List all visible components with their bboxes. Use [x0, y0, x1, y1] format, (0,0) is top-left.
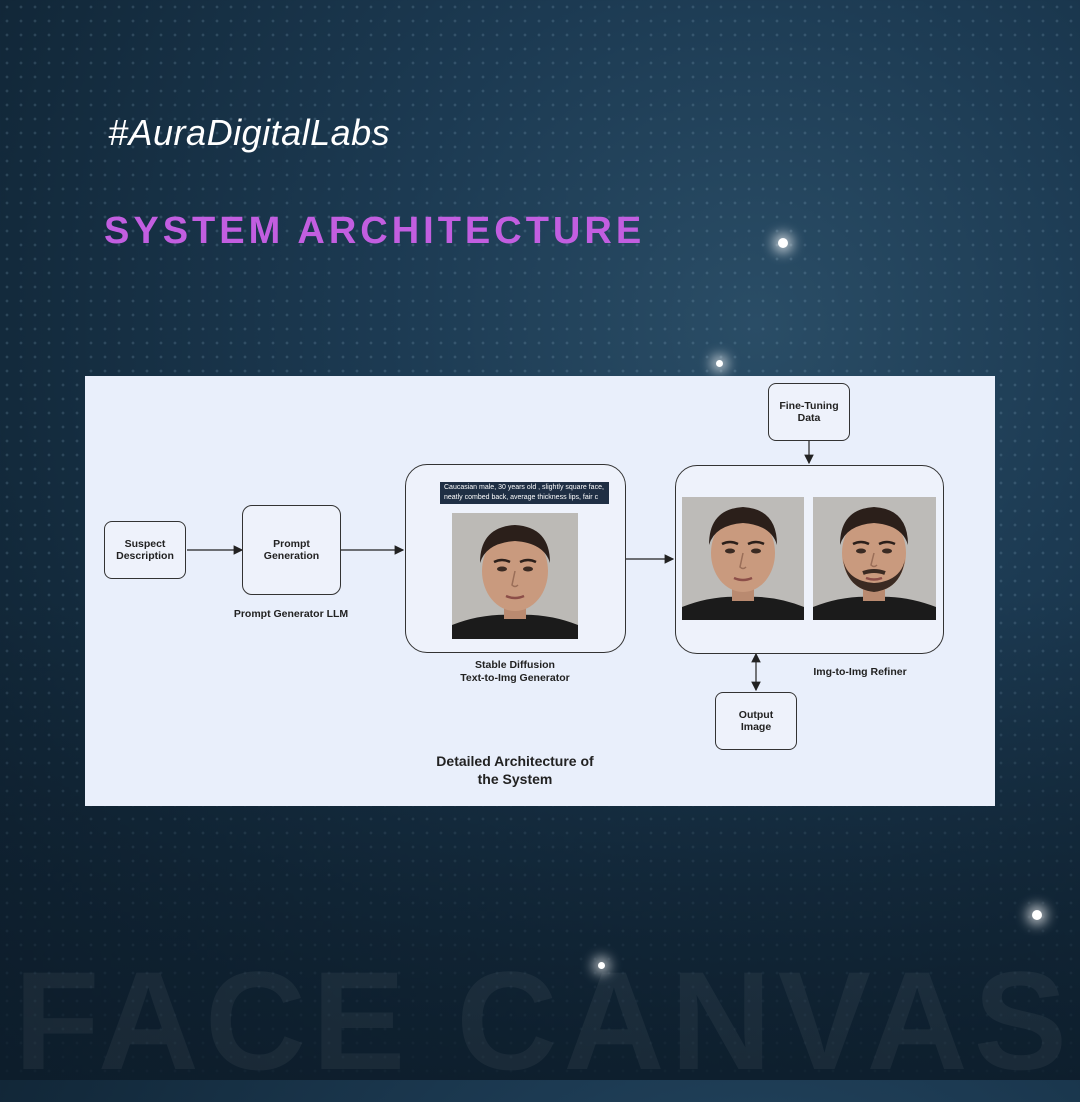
generated-face-image — [452, 513, 578, 639]
sparkle-decoration — [1032, 910, 1042, 920]
diagram-arrows — [187, 440, 814, 692]
fine-tuning-data-box: Fine-Tuning Data — [768, 383, 850, 441]
watermark-text: FACE CANVAS — [14, 942, 1074, 1099]
output-image-box: Output Image — [715, 692, 797, 750]
sparkle-decoration — [716, 360, 723, 367]
img-to-img-refiner-label: Img-to-Img Refiner — [813, 666, 907, 678]
refined-face-image-1 — [682, 497, 804, 620]
diagram-caption: Detailed Architecture of the System — [436, 753, 594, 787]
hashtag: #AuraDigitalLabs — [108, 112, 391, 153]
prompt-text-bar: Caucasian male, 30 years old , slightly … — [440, 482, 609, 504]
sparkle-decoration — [598, 962, 605, 969]
sparkle-decoration — [778, 238, 788, 248]
refined-face-image-2 — [813, 497, 936, 620]
prompt-generation-box: Prompt Generation — [242, 505, 341, 595]
architecture-diagram: Suspect Description Prompt Generation Pr… — [85, 376, 995, 806]
prompt-generator-label: Prompt Generator LLM — [233, 608, 349, 620]
suspect-description-box: Suspect Description — [104, 521, 186, 579]
page-title: SYSTEM ARCHITECTURE — [104, 210, 646, 252]
stable-diffusion-label: Stable Diffusion Text-to-Img Generator — [460, 659, 570, 684]
